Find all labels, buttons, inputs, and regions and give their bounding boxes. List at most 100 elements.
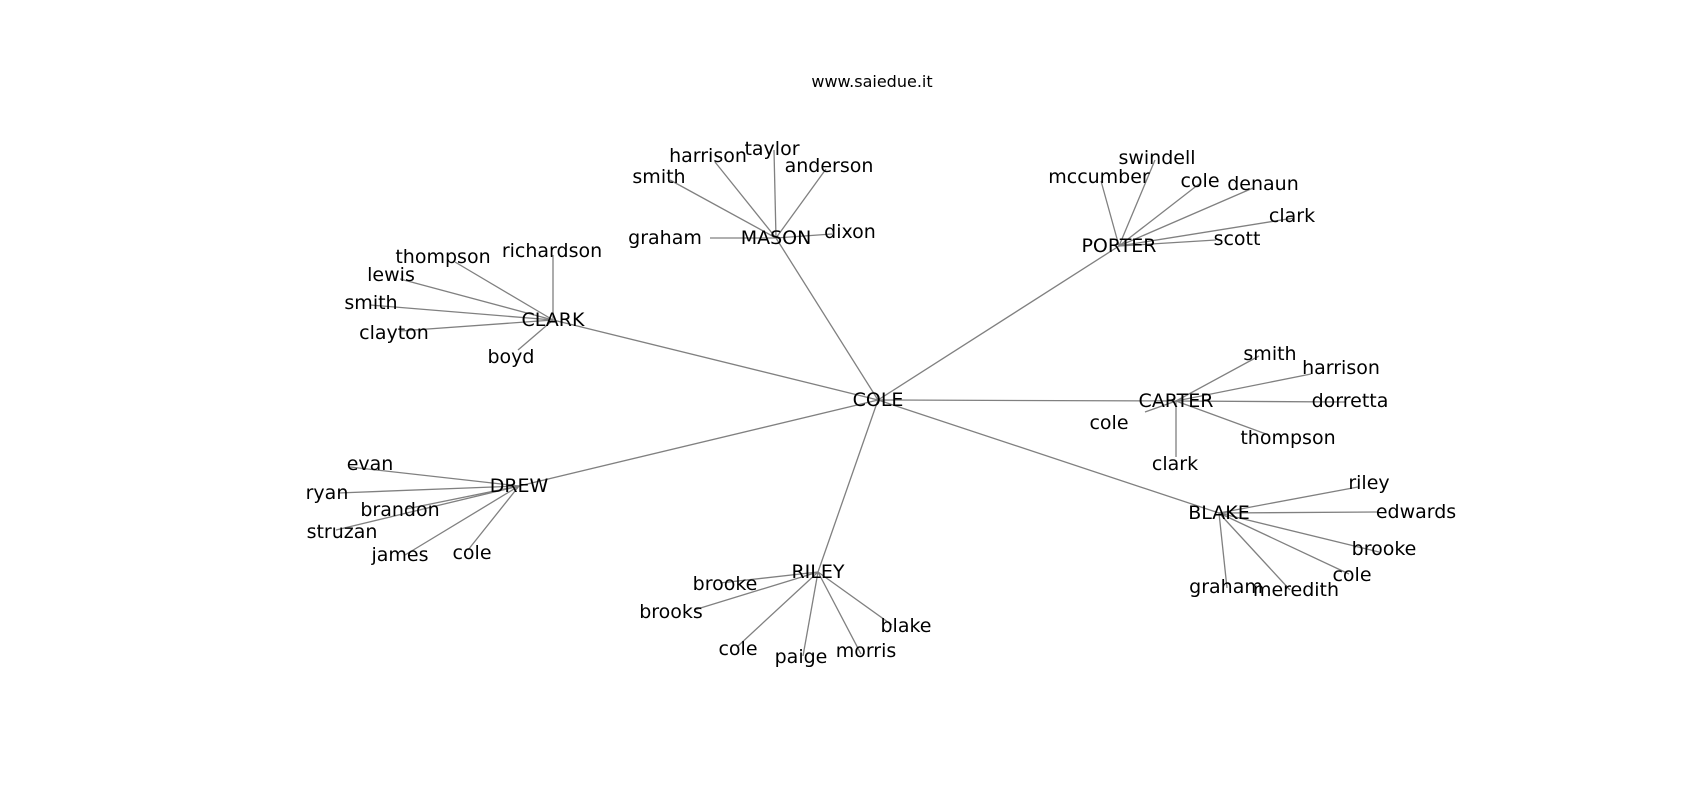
edge-mason-anderson bbox=[775, 168, 827, 239]
edge-mason-harrison bbox=[714, 161, 777, 239]
node-hub-riley: RILEY bbox=[791, 561, 844, 583]
node-leaf-clark-smith: smith bbox=[344, 292, 397, 314]
edge-blake-edwards bbox=[1218, 511, 1378, 514]
edge-blake-meredith bbox=[1218, 512, 1291, 591]
node-leaf-drew-cole: cole bbox=[452, 542, 491, 564]
site-title: www.saiedue.it bbox=[811, 72, 932, 91]
edge-cole-mason bbox=[775, 237, 879, 401]
node-hub-mason: MASON bbox=[741, 227, 812, 249]
node-hub-clark: CLARK bbox=[522, 309, 585, 331]
node-leaf-mason-harrison: harrison bbox=[669, 145, 747, 167]
node-root-cole: COLE bbox=[853, 389, 904, 411]
node-leaf-carter-dorretta: dorretta bbox=[1312, 390, 1389, 412]
edge-blake-cole bbox=[1218, 512, 1350, 575]
node-leaf-mason-smith: smith bbox=[632, 166, 685, 188]
edges bbox=[335, 149, 1380, 657]
node-leaf-blake-meredith: meredith bbox=[1253, 579, 1339, 601]
edge-carter-dorretta bbox=[1175, 400, 1346, 403]
node-leaf-mason-anderson: anderson bbox=[785, 155, 874, 177]
edge-drew-evan bbox=[349, 466, 520, 487]
node-leaf-blake-edwards: edwards bbox=[1376, 501, 1456, 523]
node-leaf-drew-james: james bbox=[370, 544, 428, 566]
node-leaf-mason-graham: graham bbox=[628, 227, 702, 249]
edge-carter-smith bbox=[1175, 355, 1260, 402]
node-leaf-carter-smith: smith bbox=[1243, 343, 1296, 365]
node-leaf-riley-morris: morris bbox=[836, 640, 897, 662]
edge-mason-smith bbox=[669, 179, 777, 239]
labels: COLEMASONsmithharrisontaylorandersongrah… bbox=[306, 138, 1457, 668]
node-leaf-carter-thompson: thompson bbox=[1240, 427, 1335, 449]
edge-cole-drew bbox=[518, 399, 879, 487]
edge-cole-blake bbox=[877, 399, 1220, 514]
node-hub-drew: DREW bbox=[490, 475, 549, 497]
edge-blake-riley bbox=[1218, 486, 1359, 514]
edge-porter-mccumber bbox=[1100, 180, 1120, 247]
edge-drew-james bbox=[404, 485, 520, 556]
edge-riley-brooke bbox=[719, 571, 819, 584]
edge-clark-boyd bbox=[517, 319, 554, 351]
node-leaf-clark-clayton: clayton bbox=[359, 322, 429, 344]
node-leaf-clark-boyd: boyd bbox=[488, 346, 535, 368]
node-leaf-riley-brooks: brooks bbox=[639, 601, 703, 623]
edge-clark-thompson bbox=[454, 261, 554, 321]
node-leaf-mason-taylor: taylor bbox=[744, 138, 799, 160]
node-hub-carter: CARTER bbox=[1139, 390, 1214, 412]
node-leaf-drew-brandon: brandon bbox=[360, 499, 439, 521]
node-leaf-clark-thompson: thompson bbox=[395, 246, 490, 268]
node-leaf-carter-harrison: harrison bbox=[1302, 357, 1380, 379]
edge-blake-graham bbox=[1218, 512, 1228, 589]
edge-porter-denaun bbox=[1118, 187, 1254, 247]
node-leaf-carter-clark: clark bbox=[1152, 453, 1198, 475]
edge-riley-brooks bbox=[693, 571, 819, 611]
node-leaf-blake-riley: riley bbox=[1348, 472, 1389, 494]
edge-riley-morris bbox=[817, 571, 862, 655]
edge-riley-paige bbox=[802, 571, 819, 657]
node-leaf-blake-graham: graham bbox=[1189, 576, 1263, 598]
edge-riley-cole bbox=[737, 571, 819, 647]
node-leaf-mason-dixon: dixon bbox=[824, 221, 876, 243]
node-leaf-porter-swindell: swindell bbox=[1118, 147, 1195, 169]
edge-clark-lewis bbox=[399, 278, 554, 321]
node-hub-blake: BLAKE bbox=[1188, 502, 1250, 524]
node-leaf-porter-cole: cole bbox=[1180, 170, 1219, 192]
node-leaf-porter-mccumber: mccumber bbox=[1048, 166, 1150, 188]
edge-clark-smith bbox=[369, 304, 554, 321]
edge-porter-clark bbox=[1118, 217, 1295, 247]
edge-porter-swindell bbox=[1118, 159, 1156, 247]
node-leaf-carter-cole: cole bbox=[1089, 412, 1128, 434]
node-leaf-riley-blake: blake bbox=[881, 615, 932, 637]
node-leaf-riley-cole: cole bbox=[718, 638, 757, 660]
edge-drew-brandon bbox=[405, 485, 520, 510]
edge-drew-ryan bbox=[337, 485, 520, 494]
edge-drew-cole bbox=[467, 485, 520, 551]
node-leaf-riley-paige: paige bbox=[775, 646, 828, 668]
edge-porter-cole bbox=[1118, 183, 1200, 247]
node-leaf-blake-cole: cole bbox=[1332, 564, 1371, 586]
edge-porter-scott bbox=[1118, 239, 1217, 247]
node-leaf-porter-scott: scott bbox=[1214, 228, 1261, 250]
edge-cole-porter bbox=[877, 245, 1120, 401]
node-leaf-drew-evan: evan bbox=[347, 453, 394, 475]
edge-cole-riley bbox=[817, 399, 879, 573]
node-leaf-clark-richardson: richardson bbox=[502, 240, 602, 262]
edge-riley-blake bbox=[817, 571, 893, 626]
edge-drew-struzan bbox=[335, 485, 520, 531]
edge-cole-clark bbox=[552, 319, 879, 401]
edge-blake-brooke bbox=[1218, 512, 1380, 553]
edge-mason-taylor bbox=[773, 149, 777, 239]
node-leaf-drew-ryan: ryan bbox=[306, 482, 349, 504]
node-hub-porter: PORTER bbox=[1081, 235, 1156, 257]
node-leaf-blake-brooke: brooke bbox=[1352, 538, 1417, 560]
edge-cole-carter bbox=[877, 399, 1177, 402]
edge-clark-clayton bbox=[399, 319, 554, 332]
node-leaf-drew-struzan: struzan bbox=[307, 521, 378, 543]
edge-carter-cole bbox=[1144, 400, 1177, 413]
node-leaf-porter-clark: clark bbox=[1269, 205, 1315, 227]
edge-carter-harrison bbox=[1175, 373, 1312, 402]
edge-mason-dixon bbox=[775, 233, 833, 239]
edge-carter-thompson bbox=[1175, 400, 1267, 435]
node-leaf-clark-lewis: lewis bbox=[367, 264, 415, 286]
node-leaf-porter-denaun: denaun bbox=[1227, 173, 1299, 195]
node-leaf-riley-brooke: brooke bbox=[693, 573, 758, 595]
